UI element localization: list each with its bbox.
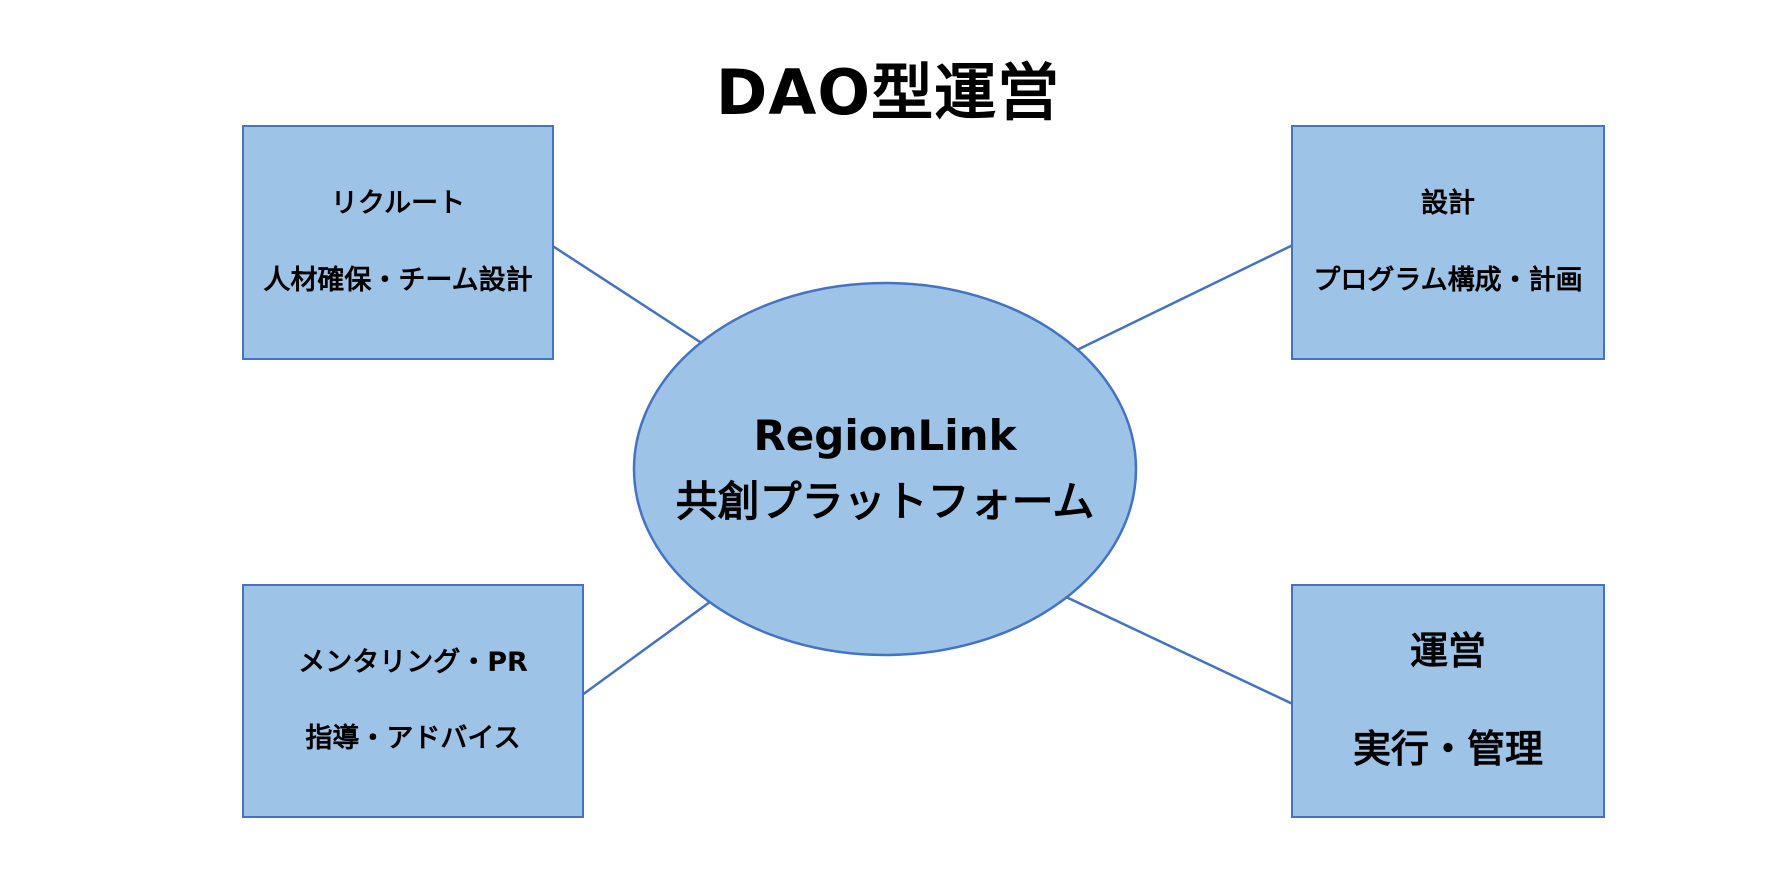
connector-top-right: [1039, 241, 1298, 370]
center-node: RegionLink 共創プラットフォーム: [634, 283, 1136, 655]
node-operation-title: 運営: [1409, 629, 1486, 674]
connector-bottom-right: [1029, 578, 1298, 708]
node-recruit-title: リクルート: [330, 188, 466, 220]
node-recruit: リクルート 人材確保・チーム設計: [242, 125, 554, 360]
node-operation: 運営 実行・管理: [1291, 584, 1605, 818]
node-design: 設計 プログラム構成・計画: [1291, 125, 1605, 360]
node-operation-subtitle: 実行・管理: [1352, 727, 1543, 771]
diagram-title: DAO型運営: [715, 56, 1061, 129]
center-node-line1: RegionLink: [753, 410, 1017, 460]
node-mentoring-subtitle: 指導・アドバイス: [305, 723, 521, 754]
node-design-subtitle: プログラム構成・計画: [1313, 264, 1583, 296]
node-design-title: 設計: [1421, 188, 1475, 220]
center-node-ellipse: [632, 281, 1138, 657]
node-mentoring-title: メンタリング・PR: [298, 646, 528, 678]
center-node-line2: 共創プラットフォーム: [675, 477, 1095, 526]
node-recruit-subtitle: 人材確保・チーム設計: [263, 264, 533, 296]
node-mentoring: メンタリング・PR 指導・アドバイス: [242, 584, 584, 818]
